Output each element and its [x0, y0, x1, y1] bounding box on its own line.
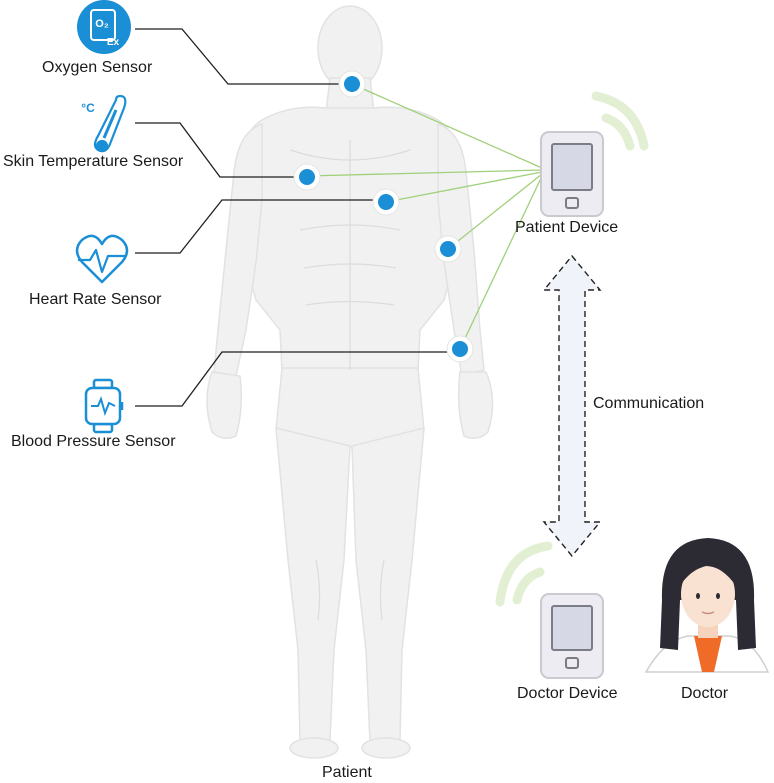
doctor-device-tablet-icon [540, 593, 604, 679]
callout-lines [135, 28, 460, 407]
patient-label: Patient [322, 764, 372, 781]
doctor-device-signal [495, 541, 553, 607]
heart-pulse-icon [75, 234, 129, 284]
doctor-device-label: Doctor Device [517, 685, 618, 702]
sensor-dot-arm [434, 235, 462, 263]
sensor-dot-oxygen [338, 70, 366, 98]
sensor-dot-blood-pressure [446, 335, 474, 363]
communication-label: Communication [593, 395, 705, 412]
communication-arrow [542, 254, 602, 558]
thermometer-icon: °C [81, 94, 127, 153]
patient-device-signal [591, 91, 649, 151]
sensor-dot-skin-temperature [293, 163, 321, 191]
oxygen-icon-ex-text: Ex [107, 37, 120, 48]
oxygen-o2-icon: O₂ Ex [77, 0, 131, 54]
temperature-icon-text: °C [81, 101, 95, 115]
doctor-avatar-icon [644, 538, 770, 673]
blood-pressure-sensor-label: Blood Pressure Sensor [11, 433, 176, 450]
doctor-label: Doctor [681, 685, 729, 702]
patient-device-tablet-icon [540, 131, 604, 217]
heart-rate-sensor-label: Heart Rate Sensor [29, 291, 162, 308]
patient-device-label: Patient Device [515, 219, 619, 236]
patient-body [206, 5, 494, 759]
skin-temperature-sensor-label: Skin Temperature Sensor [3, 153, 184, 170]
oxygen-sensor-label: Oxygen Sensor [42, 59, 153, 76]
sensor-dots [293, 70, 474, 363]
sensor-dot-heart-rate [372, 188, 400, 216]
oxygen-icon-o2-text: O₂ [95, 18, 109, 30]
body-contours [289, 140, 411, 621]
smartwatch-icon [84, 378, 124, 434]
sensor-links [306, 83, 543, 350]
